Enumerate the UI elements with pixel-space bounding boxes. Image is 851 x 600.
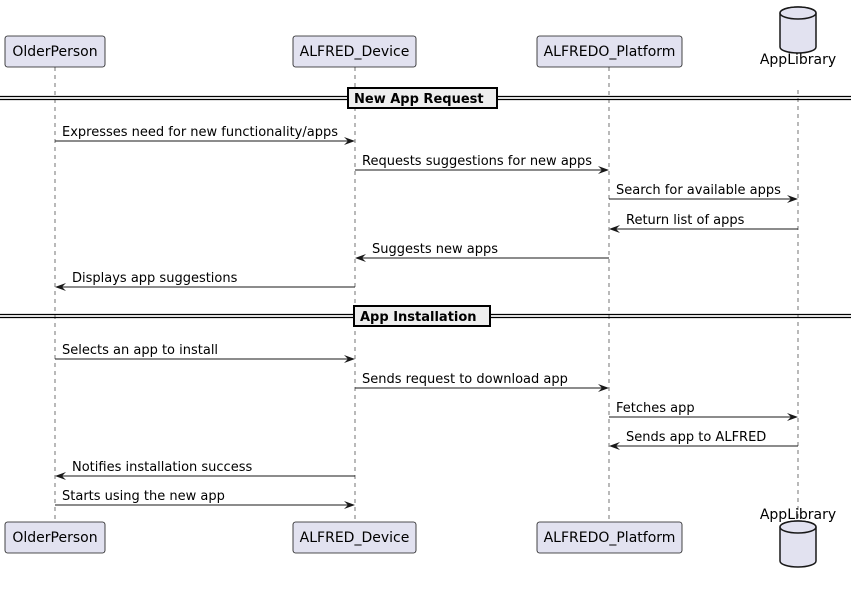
section-divider: App Installation (0, 305, 851, 327)
arrowhead (598, 384, 609, 392)
participant-box (292, 35, 417, 68)
section-divider: New App Request (0, 87, 851, 109)
participant-box (4, 521, 106, 554)
arrowhead (609, 442, 620, 450)
message-arrow: Suggests new apps (355, 242, 609, 262)
divider-box (347, 87, 498, 109)
participant-box (4, 35, 106, 68)
arrowhead (55, 283, 66, 291)
lifelines (54, 67, 799, 532)
participant-label: AppLibrary (760, 52, 836, 68)
message-arrow: Requests suggestions for new apps (355, 154, 609, 174)
messages: Expresses need for new functionality/app… (55, 125, 798, 509)
message-arrow: Sends app to ALFRED (609, 430, 798, 450)
message-arrow: Expresses need for new functionality/app… (55, 125, 355, 145)
message-arrow: Notifies installation success (55, 460, 355, 480)
participant-device-top: ALFRED_Device (292, 35, 417, 68)
message-label: Suggests new apps (372, 242, 498, 257)
participant-library-bottom: AppLibrary (760, 507, 836, 568)
arrowhead (344, 137, 355, 145)
participant-older-top: OlderPerson (4, 35, 106, 68)
participant-platform-bottom: ALFREDO_Platform (536, 521, 683, 554)
message-label: Sends request to download app (362, 372, 568, 387)
message-arrow: Search for available apps (609, 183, 798, 203)
message-label: Notifies installation success (72, 460, 252, 475)
message-label: Fetches app (616, 401, 695, 416)
message-label: Starts using the new app (62, 489, 225, 504)
message-arrow: Sends request to download app (355, 372, 609, 392)
arrowhead (787, 195, 798, 203)
arrowhead (55, 472, 66, 480)
message-label: Sends app to ALFRED (626, 430, 766, 445)
participant-label: ALFRED_Device (300, 530, 410, 546)
arrowhead (344, 355, 355, 363)
divider-box (353, 305, 491, 327)
message-arrow: Fetches app (609, 401, 798, 421)
message-arrow: Selects an app to install (55, 343, 355, 363)
message-label: Displays app suggestions (72, 271, 238, 286)
arrowhead (344, 501, 355, 509)
participant-box (292, 521, 417, 554)
arrowhead (355, 254, 366, 262)
message-arrow: Displays app suggestions (55, 271, 355, 291)
participants: OlderPersonOlderPersonALFRED_DeviceALFRE… (4, 6, 836, 568)
arrowhead (609, 225, 620, 233)
participant-older-bottom: OlderPerson (4, 521, 106, 554)
participant-label: ALFREDO_Platform (544, 44, 676, 60)
participant-label: OlderPerson (12, 530, 97, 546)
message-arrow: Starts using the new app (55, 489, 355, 509)
message-label: Expresses need for new functionality/app… (62, 125, 338, 140)
participant-label: AppLibrary (760, 507, 836, 523)
participant-label: ALFREDO_Platform (544, 530, 676, 546)
arrowhead (787, 413, 798, 421)
message-label: Requests suggestions for new apps (362, 154, 592, 169)
participant-box (536, 35, 683, 68)
participant-device-bottom: ALFRED_Device (292, 521, 417, 554)
participant-library-top: AppLibrary (760, 6, 836, 68)
divider-label: New App Request (354, 92, 484, 107)
participant-label: ALFRED_Device (300, 44, 410, 60)
message-label: Selects an app to install (62, 343, 218, 358)
message-arrow: Return list of apps (609, 213, 798, 233)
participant-box (536, 521, 683, 554)
participant-label: OlderPerson (12, 44, 97, 60)
message-label: Return list of apps (626, 213, 745, 228)
arrowhead (598, 166, 609, 174)
participant-platform-top: ALFREDO_Platform (536, 35, 683, 68)
divider-label: App Installation (360, 310, 477, 325)
message-label: Search for available apps (616, 183, 781, 198)
